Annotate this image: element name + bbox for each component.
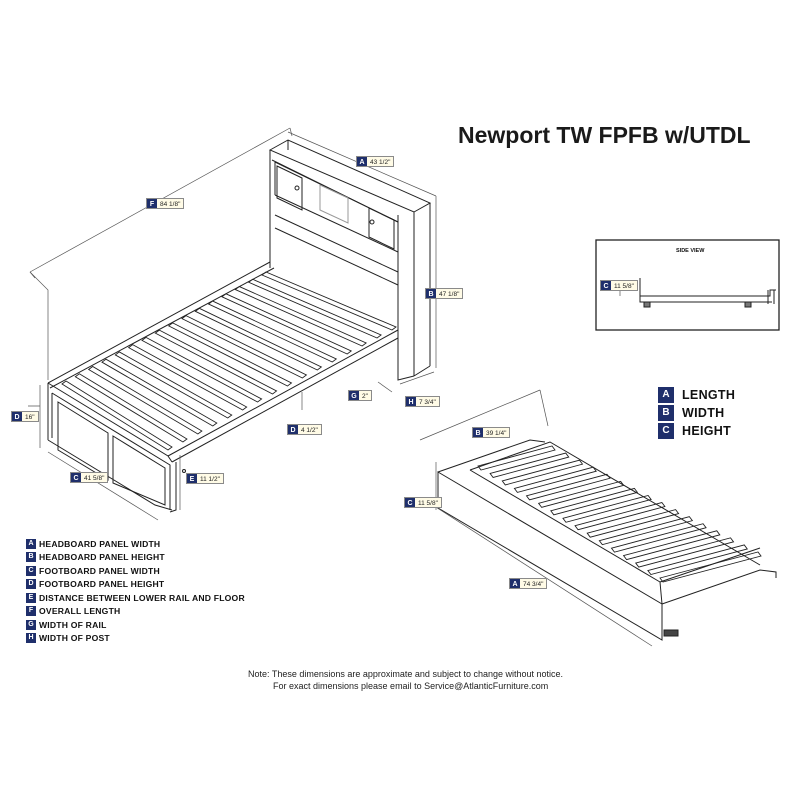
trundle-slat xyxy=(477,445,556,471)
bed-slat xyxy=(61,380,173,451)
bed-slat xyxy=(207,300,338,363)
bed-slat xyxy=(194,307,323,371)
bed-slat xyxy=(167,322,293,387)
trundle-slat xyxy=(501,459,584,486)
bed-slat xyxy=(181,315,308,379)
bed-slat xyxy=(247,278,382,339)
trundle-slat xyxy=(598,516,694,546)
note-line: Note: These dimensions are approximate a… xyxy=(248,669,564,679)
page-title: Newport TW FPFB w/UTDL xyxy=(458,122,751,148)
trundle-slat xyxy=(562,494,652,523)
bed-slats xyxy=(61,271,397,451)
side-view-title: SIDE VIEW xyxy=(676,248,705,254)
disclaimer-note: Note: These dimensions are approximate a… xyxy=(248,668,563,692)
headboard-bookcase xyxy=(268,139,432,381)
trundle-slat xyxy=(525,473,611,501)
bed-slat xyxy=(74,373,188,443)
trundle-slat xyxy=(647,544,749,576)
bed-slat xyxy=(101,358,218,427)
trundle-slat xyxy=(550,487,639,516)
trundle-slat xyxy=(574,502,666,531)
trundle-slat xyxy=(622,530,721,561)
trundle-slat xyxy=(489,452,570,478)
trundle-slats xyxy=(477,445,762,583)
bed-slat xyxy=(234,286,368,347)
trundle-slat xyxy=(537,480,625,508)
side-view-panel xyxy=(595,239,780,331)
trundle-slat xyxy=(659,551,762,583)
note-line: For exact dimensions please email to Ser… xyxy=(273,681,549,691)
trundle-slat xyxy=(586,509,680,538)
bed-slat xyxy=(261,271,397,331)
trundle-slat xyxy=(610,523,707,553)
trundle-slat xyxy=(513,466,597,493)
bed-slat xyxy=(87,365,203,435)
trundle-slat xyxy=(634,537,735,568)
bed-slat xyxy=(154,329,278,395)
trundle-drawing xyxy=(419,389,777,647)
bed-slat xyxy=(141,336,263,403)
bed-slat xyxy=(127,344,248,411)
bed-slat xyxy=(221,293,353,355)
bed-slat xyxy=(114,351,233,419)
